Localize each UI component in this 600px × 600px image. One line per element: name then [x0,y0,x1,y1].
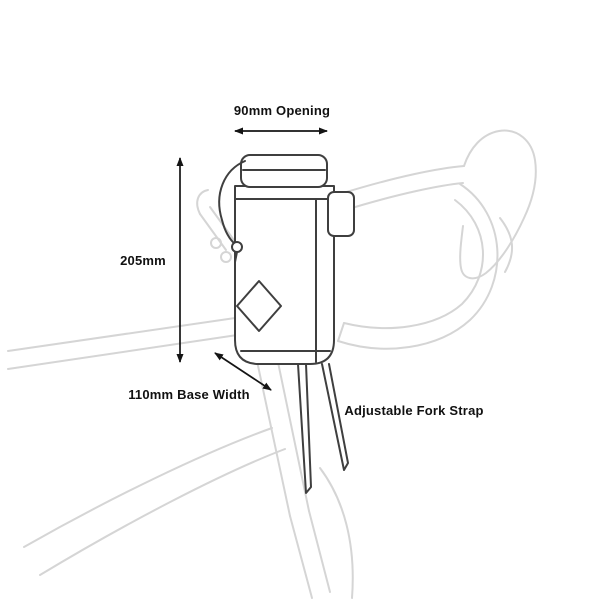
top-tube-line [7,333,245,370]
front-wheel-arc [319,467,354,599]
handlebar-top-line [339,165,465,195]
fork-blade-line [308,510,331,593]
drawstring-toggle [231,241,243,253]
bracket-bolt [210,237,222,249]
handlebar-drop-inner [343,199,484,330]
drawstring-cord [218,160,246,246]
handlebar-strap [327,191,355,237]
base-width-dimension-label: 110mm Base Width [128,387,250,402]
top-tube-line [7,316,243,352]
base-width-dimension-arrow [214,352,272,391]
handlebar-top-line [341,182,464,212]
opening-dimension-label: 90mm Opening [233,103,331,118]
stem-bracket-loop [196,189,209,215]
fork-strap-left [297,363,312,494]
fork-strap-label: Adjustable Fork Strap [344,403,484,418]
handlebar-drop-outer [337,183,499,350]
bag-body-outline [234,185,335,365]
fork-blade-line [289,515,313,599]
diamond-patch [236,280,282,332]
down-tube-line [23,427,273,548]
drawstring-tail [234,251,238,263]
dimension-arrows [176,127,328,391]
bag-line-art [218,154,355,494]
brake-lever-line [499,217,513,273]
fork-strap-right [321,363,349,471]
handlebar-end-cap [337,322,345,342]
brake-hood-outline [459,129,537,280]
height-dimension-label: 205mm [120,253,166,268]
down-tube-line [39,448,286,576]
bracket-bolt [220,251,232,263]
